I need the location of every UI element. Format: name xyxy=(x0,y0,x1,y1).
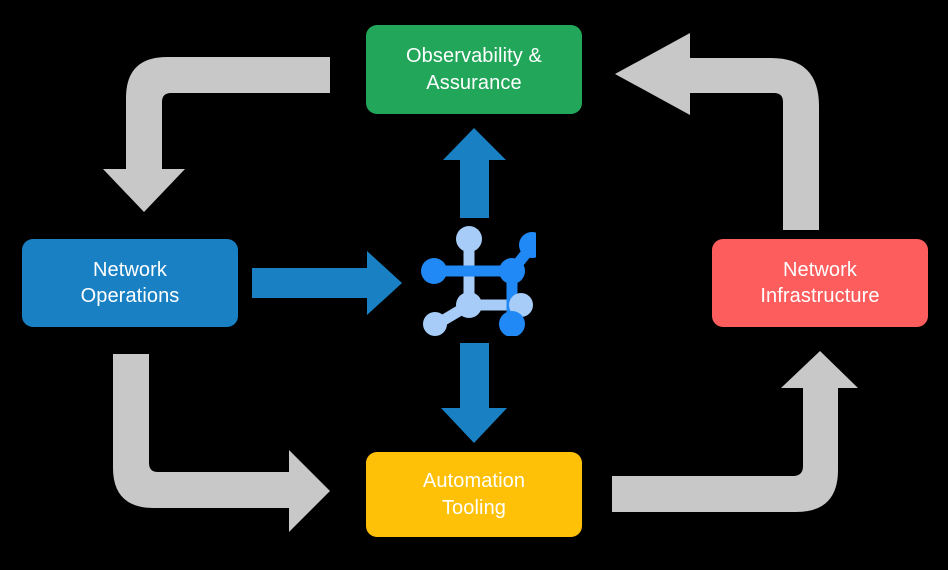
icon-light-nodes xyxy=(423,226,533,336)
node-network-operations-label: Network Operations xyxy=(80,258,180,307)
arrow-observability-to-netops xyxy=(103,57,330,212)
node-network-infrastructure[interactable]: Network Infrastructure xyxy=(712,239,928,327)
node-automation-tooling-label: Automation Tooling xyxy=(422,470,526,519)
node-center-left-light xyxy=(456,292,482,318)
arrow-center-to-observability xyxy=(443,128,506,218)
node-bottom-dark xyxy=(499,311,525,337)
node-right-light xyxy=(509,293,533,317)
node-network-operations[interactable]: Network Operations xyxy=(22,239,238,327)
node-observability-label: Observability & Assurance xyxy=(406,45,542,94)
node-automation-tooling[interactable]: Automation Tooling xyxy=(366,452,582,537)
arrow-netops-to-automation xyxy=(113,354,330,532)
arrow-netinfra-to-observability xyxy=(615,33,819,230)
node-network-infrastructure-label: Network Infrastructure xyxy=(760,258,880,307)
network-topology-icon-svg xyxy=(421,226,545,337)
node-left-dark xyxy=(421,258,447,284)
arrow-center-to-automation xyxy=(441,343,507,443)
network-topology-icon xyxy=(420,220,545,337)
arrow-netops-to-center xyxy=(252,251,402,315)
node-top-light xyxy=(456,226,482,252)
node-observability-assurance[interactable]: Observability & Assurance xyxy=(366,25,582,114)
node-hub-dark xyxy=(499,258,525,284)
arrow-automation-to-netinfra xyxy=(612,351,858,512)
node-bottom-left-light xyxy=(423,312,447,336)
